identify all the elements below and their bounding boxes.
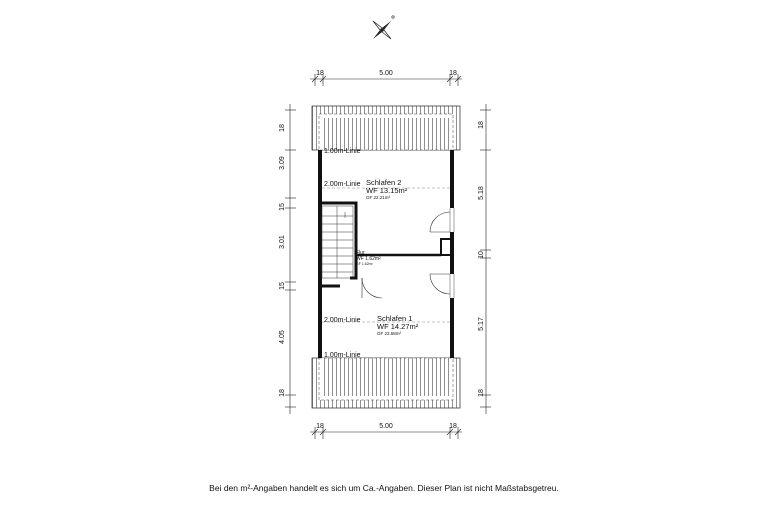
- footer-disclaimer: Bei den m²-Angaben handelt es sich um Ca…: [209, 483, 559, 493]
- room-schlafen1-name: Schlafen 1: [377, 314, 412, 323]
- door-swings: [361, 211, 451, 299]
- dim-left-7: 18: [279, 389, 286, 397]
- floor-plan: 18 5.00 18 18 5.00 18 18 3.09 15 3.01 15…: [279, 15, 491, 439]
- line-label-top-200: 2.00m-Linie: [324, 181, 361, 188]
- dim-right-5: 18: [478, 389, 485, 397]
- dimension-left: [285, 104, 296, 414]
- line-label-bottom-100: 1.00m-Linie: [324, 352, 361, 359]
- line-label-top-100: 1.00m-Linie: [324, 148, 361, 155]
- room-schlafen2-gf: GF 22.21m²: [366, 195, 391, 200]
- dimension-right: [480, 104, 491, 414]
- dim-left-5: 15: [279, 282, 286, 290]
- dim-left-6: 4.05: [279, 330, 286, 344]
- roof-area-top: [311, 105, 461, 151]
- dim-left-1: 18: [279, 124, 286, 132]
- dim-right-2: 5.18: [478, 186, 485, 200]
- dim-left-2: 3.09: [279, 156, 286, 170]
- dim-right-4: 5.17: [478, 317, 485, 331]
- room-flur-name: Flur: [356, 250, 365, 256]
- room-schlafen1-wf: WF 14.27m²: [377, 322, 419, 331]
- dim-bottom-middle: 5.00: [379, 423, 393, 430]
- room-flur-wf: WF 1.62m²: [356, 256, 381, 262]
- room-schlafen2-name: Schlafen 2: [366, 178, 401, 187]
- roof-area-bottom: [311, 357, 461, 409]
- dimension-top: [310, 74, 462, 86]
- dim-bottom-left: 18: [316, 423, 324, 430]
- dim-bottom-right: 18: [449, 423, 457, 430]
- dim-left-3: 15: [279, 203, 286, 211]
- dim-top-middle: 5.00: [379, 70, 393, 77]
- dimension-bottom: [310, 427, 462, 439]
- dim-right-1: 18: [478, 121, 485, 129]
- dim-top-right: 18: [449, 70, 457, 77]
- room-flur-gf: GF 1.62m²: [356, 262, 374, 266]
- room-schlafen2-wf: WF 13.15m²: [366, 186, 408, 195]
- dim-top-left: 18: [316, 70, 324, 77]
- height-lines: [322, 187, 450, 323]
- line-label-bottom-200: 2.00m-Linie: [324, 317, 361, 324]
- room-schlafen1-gf: GF 23.58m²: [377, 331, 402, 336]
- compass-icon: [372, 15, 395, 40]
- staircase: [321, 205, 354, 279]
- dim-right-3: 10: [478, 251, 485, 259]
- dim-left-4: 3.01: [279, 235, 286, 249]
